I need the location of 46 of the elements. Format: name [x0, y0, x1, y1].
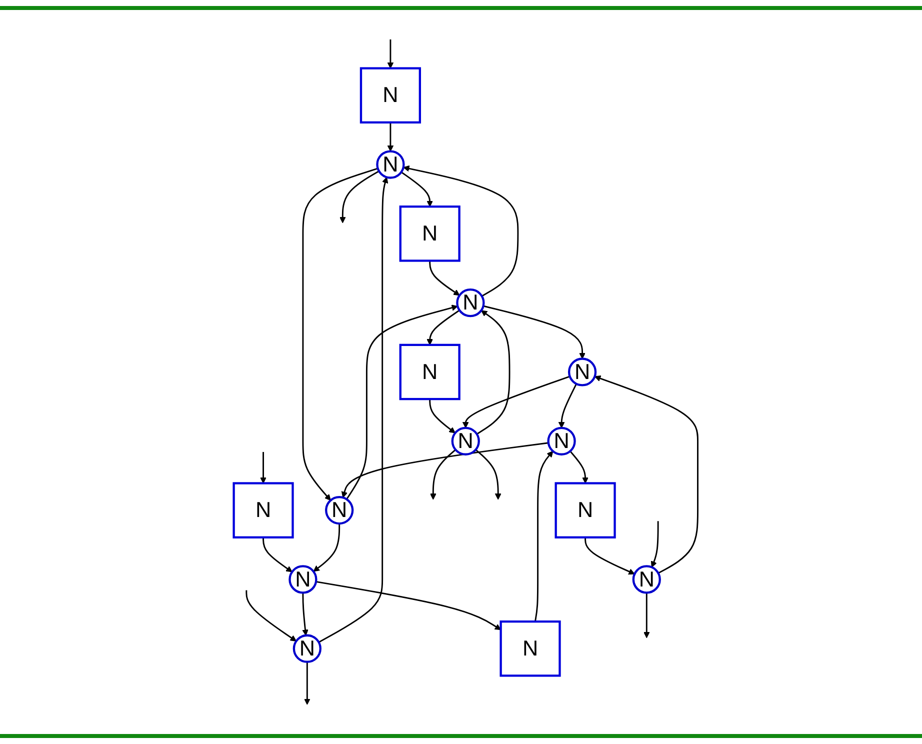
arrow — [262, 537, 292, 572]
node-circle: N — [568, 358, 596, 386]
arrow — [558, 384, 577, 428]
arrow — [302, 168, 378, 501]
arrow — [245, 590, 296, 642]
node-circle: N — [546, 426, 576, 456]
arrow — [594, 375, 698, 574]
node-circle: N — [288, 565, 317, 594]
arrow — [402, 165, 518, 297]
arrow — [316, 580, 501, 630]
arrow — [643, 592, 650, 638]
arrow — [476, 310, 510, 435]
arrow — [260, 452, 266, 484]
node-circle: N — [632, 565, 661, 594]
node-box: N — [360, 67, 421, 124]
arrow — [584, 537, 635, 575]
arrow — [430, 449, 456, 500]
arrow — [387, 122, 394, 152]
node-box: N — [399, 344, 460, 400]
arrow — [304, 662, 310, 705]
arrow — [482, 305, 586, 360]
arrow — [428, 260, 460, 296]
node-box: N — [499, 620, 561, 677]
arrow — [650, 521, 659, 568]
arrow — [312, 524, 340, 572]
arrow — [569, 450, 588, 484]
arrow — [346, 304, 458, 500]
arrow — [302, 592, 308, 636]
node-circle: N — [292, 634, 322, 663]
node-circle: N — [456, 288, 484, 318]
arrow — [534, 450, 553, 622]
node-circle: N — [451, 426, 480, 456]
arrow — [400, 172, 433, 207]
node-circle: N — [324, 496, 354, 525]
node-circle: N — [376, 150, 404, 179]
arrow — [462, 376, 570, 428]
arrow — [339, 170, 380, 224]
arrow — [318, 176, 388, 643]
arrow — [387, 39, 394, 69]
arrow — [341, 442, 548, 498]
node-box: N — [232, 482, 294, 538]
arrow — [426, 310, 460, 346]
node-box: N — [399, 206, 460, 262]
node-box: N — [554, 482, 616, 538]
arrow — [428, 399, 456, 434]
arrow — [474, 449, 501, 500]
